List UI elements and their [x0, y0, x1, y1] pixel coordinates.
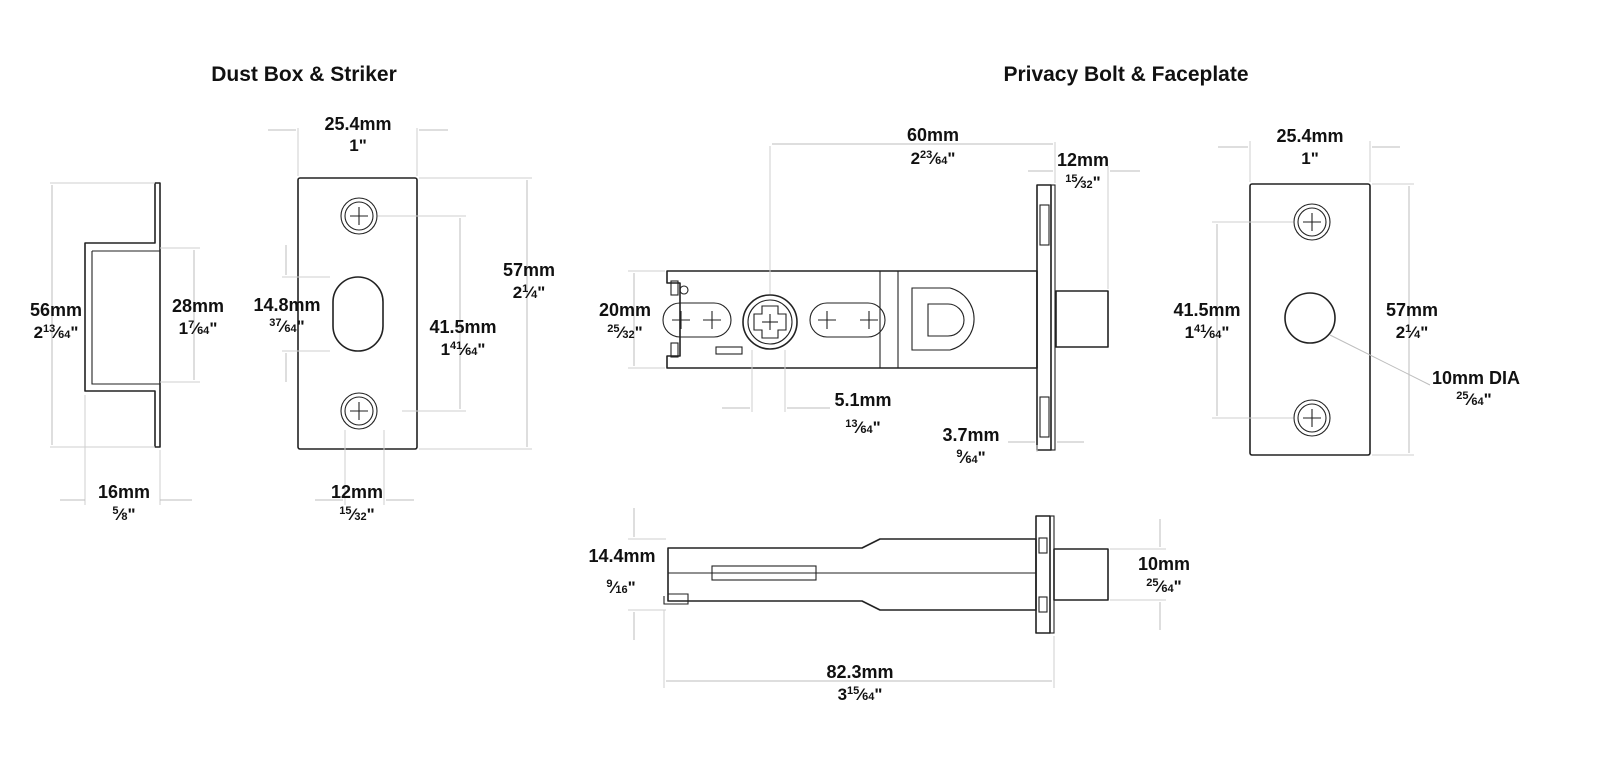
svg-text:12mm: 12mm — [1057, 150, 1109, 170]
svg-text:9⁄16": 9⁄16" — [606, 578, 635, 597]
title-dust-box-striker: Dust Box & Striker — [211, 63, 397, 86]
dim-label-case-height: 20mm 25⁄32" — [599, 300, 651, 342]
svg-text:41.5mm: 41.5mm — [1173, 300, 1240, 320]
svg-text:21⁄4": 21⁄4" — [1396, 323, 1429, 342]
svg-text:28mm: 28mm — [172, 296, 224, 316]
svg-text:1": 1" — [349, 136, 367, 155]
svg-text:25.4mm: 25.4mm — [1276, 126, 1343, 146]
dim-label-dustbox-inner: 28mm 17⁄64" — [172, 296, 224, 338]
svg-text:315⁄64": 315⁄64" — [838, 685, 883, 704]
striker-slot — [332, 276, 384, 352]
dim-label-bolt-throw: 12mm 15⁄32" — [1057, 150, 1109, 192]
dim-label-striker-height: 57mm 21⁄4" — [503, 260, 555, 302]
svg-text:25.4mm: 25.4mm — [324, 114, 391, 134]
svg-text:41.5mm: 41.5mm — [429, 317, 496, 337]
svg-text:17⁄64": 17⁄64" — [179, 319, 218, 338]
screw-icon — [1293, 203, 1331, 241]
bolt-slot-left — [662, 302, 732, 338]
dim-label-dustbox-depth: 16mm 5⁄8" — [98, 482, 150, 524]
bolt-slot-right — [809, 302, 886, 338]
screw-icon — [1293, 399, 1331, 437]
svg-text:14.8mm: 14.8mm — [253, 295, 320, 315]
svg-text:213⁄64": 213⁄64" — [34, 323, 79, 342]
faceplate-dimension-lines — [1212, 141, 1431, 456]
svg-text:37⁄64": 37⁄64" — [269, 317, 304, 336]
svg-text:3.7mm: 3.7mm — [942, 425, 999, 445]
svg-text:13⁄64": 13⁄64" — [845, 418, 880, 437]
dim-label-faceplate-width: 25.4mm 1" — [1276, 126, 1343, 168]
dim-label-striker-width: 25.4mm 1" — [324, 114, 391, 155]
svg-text:20mm: 20mm — [599, 300, 651, 320]
svg-text:14.4mm: 14.4mm — [588, 546, 655, 566]
dim-label-overall-length: 82.3mm 315⁄64" — [826, 662, 893, 704]
svg-text:10mm DIA: 10mm DIA — [1432, 368, 1520, 388]
svg-text:9⁄64": 9⁄64" — [956, 448, 985, 467]
privacy-bolt-side — [663, 515, 1109, 634]
bolt-side-dimension-lines — [628, 508, 1166, 688]
dim-label-bolt-dia: 10mm DIA 25⁄64" — [1432, 368, 1520, 409]
dim-label-dustbox-height: 56mm 213⁄64" — [30, 300, 82, 342]
svg-text:10mm: 10mm — [1138, 554, 1190, 574]
dim-label-spindle-offset: 5.1mm 13⁄64" — [834, 390, 891, 437]
svg-text:57mm: 57mm — [503, 260, 555, 280]
svg-text:16mm: 16mm — [98, 482, 150, 502]
faceplate — [1249, 183, 1371, 456]
dustbox-dimension-lines — [50, 182, 200, 505]
svg-text:60mm: 60mm — [907, 125, 959, 145]
title-privacy-bolt-faceplate: Privacy Bolt & Faceplate — [1003, 63, 1248, 86]
dim-label-striker-holes: 41.5mm 141⁄64" — [429, 317, 496, 359]
dim-label-faceplate-thickness: 3.7mm 9⁄64" — [942, 425, 999, 467]
svg-text:15⁄32": 15⁄32" — [1065, 173, 1100, 192]
screw-icon — [340, 392, 378, 430]
dim-label-striker-slot: 14.8mm 37⁄64" — [253, 295, 320, 336]
svg-text:25⁄64": 25⁄64" — [1146, 577, 1181, 596]
svg-text:21⁄4": 21⁄4" — [513, 283, 546, 302]
dim-label-backset: 60mm 223⁄64" — [907, 125, 959, 168]
striker-plate — [297, 177, 418, 450]
latch-bolt — [1055, 290, 1109, 348]
svg-text:15⁄32": 15⁄32" — [339, 505, 374, 524]
dim-label-bolt-side: 10mm 25⁄64" — [1138, 554, 1190, 596]
bolt-hole — [1284, 292, 1336, 344]
svg-text:5.1mm: 5.1mm — [834, 390, 891, 410]
dim-label-faceplate-holes: 41.5mm 141⁄64" — [1173, 300, 1240, 342]
svg-text:12mm: 12mm — [331, 482, 383, 502]
svg-text:25⁄64": 25⁄64" — [1456, 390, 1491, 409]
svg-text:1": 1" — [1301, 149, 1319, 168]
dim-label-striker-offset: 12mm 15⁄32" — [331, 482, 383, 524]
svg-text:141⁄64": 141⁄64" — [441, 340, 486, 359]
striker-dimension-lines — [268, 128, 532, 505]
svg-text:5⁄8": 5⁄8" — [112, 505, 135, 524]
svg-text:82.3mm: 82.3mm — [826, 662, 893, 682]
svg-text:25⁄32": 25⁄32" — [607, 323, 642, 342]
privacy-bolt-front — [662, 184, 1109, 451]
svg-text:56mm: 56mm — [30, 300, 82, 320]
dim-label-faceplate-height: 57mm 21⁄4" — [1386, 300, 1438, 342]
dim-label-case-thickness: 14.4mm 9⁄16" — [588, 546, 655, 597]
svg-text:141⁄64": 141⁄64" — [1185, 323, 1230, 342]
dust-box — [84, 182, 161, 448]
bolt-front-dimension-lines — [628, 142, 1140, 452]
svg-text:57mm: 57mm — [1386, 300, 1438, 320]
screw-icon — [340, 197, 378, 235]
spindle-hub-icon — [742, 294, 798, 350]
svg-text:223⁄64": 223⁄64" — [911, 149, 956, 168]
